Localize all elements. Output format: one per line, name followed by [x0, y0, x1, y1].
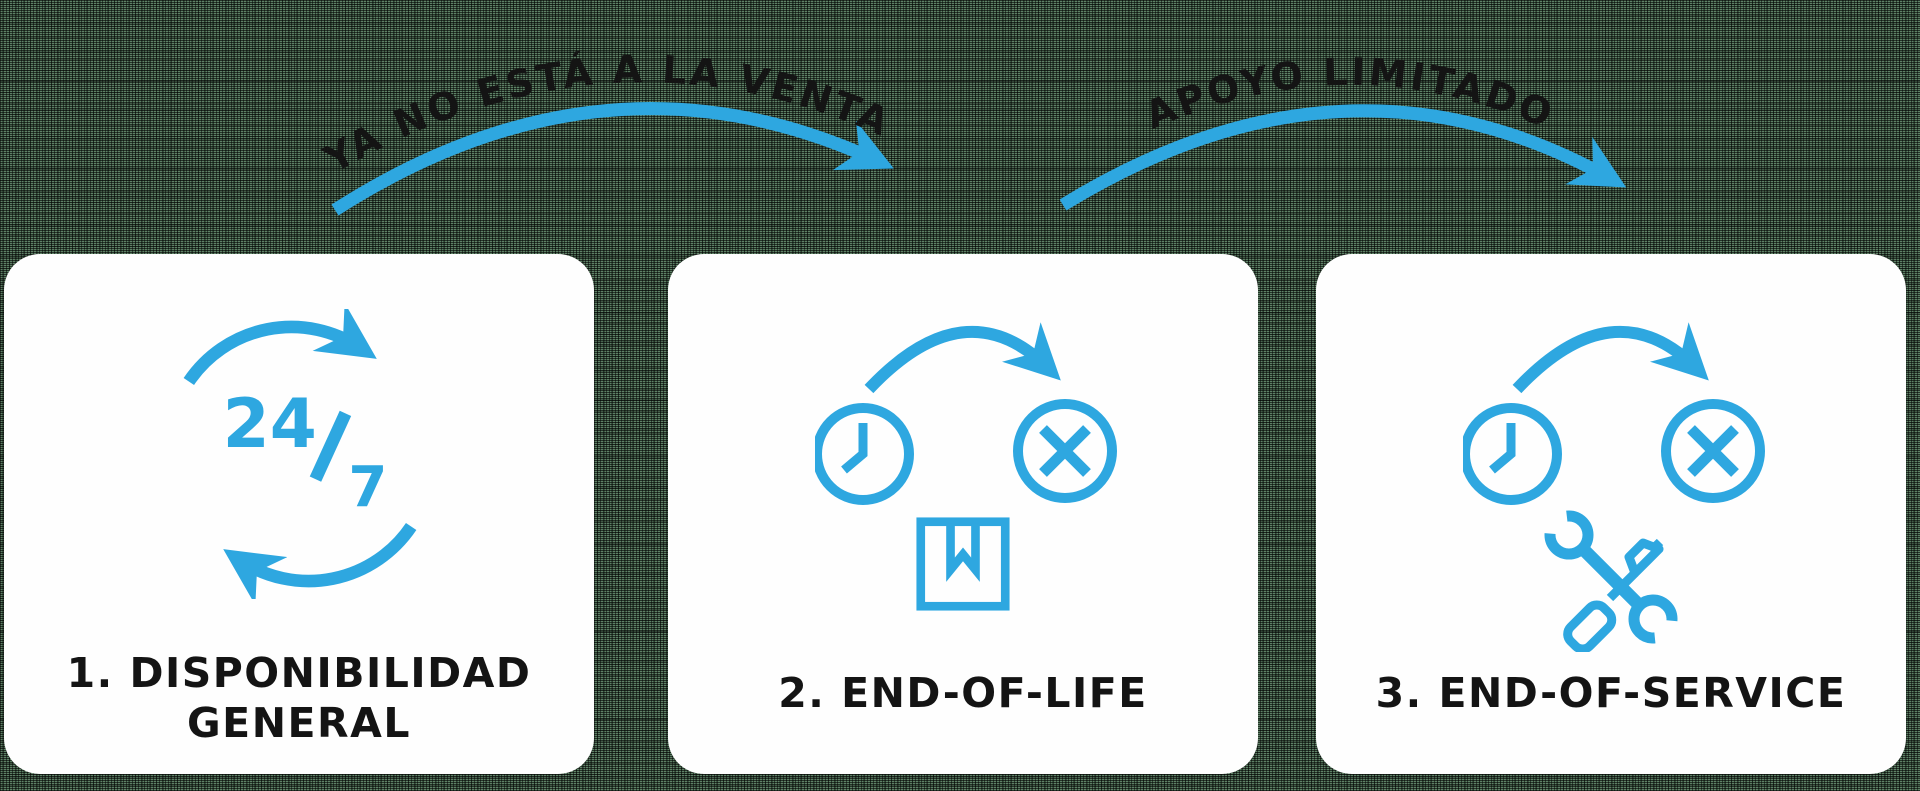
- stage-card-end-of-service: 3. END-OF-SERVICE: [1316, 254, 1906, 774]
- x-circle-icon: [1661, 399, 1765, 503]
- arrow-arc-icon: [1512, 322, 1709, 394]
- screwdriver-icon: [1563, 538, 1664, 652]
- arrow-arc-limited-support: [1059, 104, 1627, 211]
- wrench-icon: [1544, 510, 1678, 644]
- cycle-arrow-top: [183, 309, 377, 386]
- stage-title-line: GENERAL: [187, 699, 411, 747]
- stage-title-line: 1. DISPONIBILIDAD: [66, 649, 532, 697]
- clock-to-x-icon: [815, 322, 1117, 505]
- package-box-icon: [916, 517, 1010, 611]
- stage-title: 3. END-OF-SERVICE: [1316, 668, 1906, 718]
- stage-title: 1. DISPONIBILIDAD GENERAL: [4, 648, 594, 748]
- stage-card-end-of-life: 2. END-OF-LIFE: [668, 254, 1258, 774]
- arrow-arc-icon: [864, 322, 1061, 394]
- stage-title-line: 2. END-OF-LIFE: [778, 669, 1148, 717]
- clock-icon: [815, 403, 914, 505]
- crossed-tools-icon: [1544, 510, 1678, 652]
- stage-card-general-availability: 24 7 1. DISPONIBILIDAD GENERAL: [4, 254, 594, 774]
- cycle-arrow-bottom: [223, 522, 417, 599]
- slash-glyph: [309, 410, 352, 482]
- stage-title: 2. END-OF-LIFE: [668, 668, 1258, 718]
- x-circle-icon: [1013, 399, 1117, 503]
- clock-icon: [1463, 403, 1562, 505]
- hours-24-text: 24: [223, 384, 317, 463]
- days-7-text: 7: [348, 455, 387, 520]
- clock-to-x-icon: [1463, 322, 1765, 505]
- arrow-arc-sale-ends: [331, 102, 894, 216]
- 24-7-availability-icon: 24 7: [183, 309, 417, 599]
- stage-title-line: 3. END-OF-SERVICE: [1375, 669, 1847, 717]
